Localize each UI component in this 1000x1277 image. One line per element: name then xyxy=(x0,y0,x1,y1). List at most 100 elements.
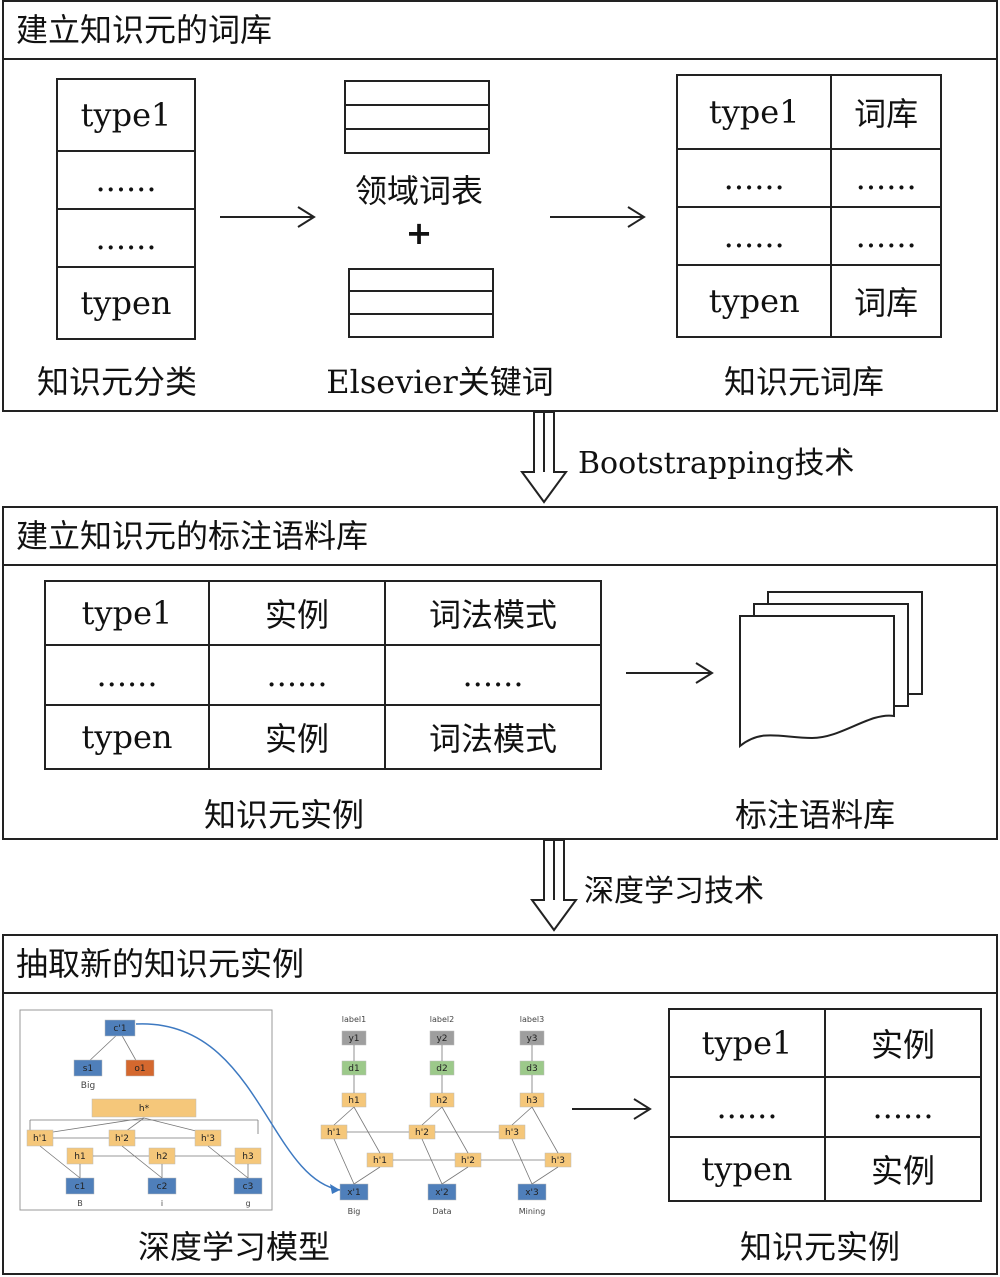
model-node-label: h'1 xyxy=(327,1128,341,1138)
down-arrow-icon xyxy=(520,411,568,504)
edge xyxy=(85,1031,121,1065)
edge xyxy=(353,1166,381,1185)
model-label-text: label3 xyxy=(520,1015,544,1024)
edge xyxy=(441,1106,469,1154)
right-arrow xyxy=(572,1098,652,1120)
edge xyxy=(333,1138,355,1185)
model-node xyxy=(73,1059,103,1077)
instance-caption: 知识元实例 xyxy=(203,796,364,834)
model-node-label: d1 xyxy=(348,1064,359,1074)
result-cell: 实例 xyxy=(824,1136,982,1202)
model-input-label: Data xyxy=(432,1207,451,1216)
plus-sign: + xyxy=(405,214,433,252)
model-node-label: h1 xyxy=(348,1096,359,1106)
instance-cell: ...... xyxy=(44,644,210,706)
model-node-label: y2 xyxy=(436,1034,447,1044)
instance-cell: 词法模式 xyxy=(384,580,602,646)
model-label-text: label2 xyxy=(430,1015,454,1024)
model-input-label: i xyxy=(161,1199,163,1208)
instance-cell: 实例 xyxy=(208,580,386,646)
model-node-label: h'1 xyxy=(33,1134,47,1144)
lexicon-caption: 知识元词库 xyxy=(723,363,884,401)
model-node-label: x'2 xyxy=(435,1188,449,1198)
type-cell: ...... xyxy=(56,150,196,210)
model-node xyxy=(125,1059,155,1077)
model-node-label: s1 xyxy=(83,1064,93,1074)
model-caption-text: Big xyxy=(81,1081,95,1091)
section-title: 建立知识元的词库 xyxy=(4,2,996,60)
curved-connector-head xyxy=(330,1184,340,1194)
model-input-label: Mining xyxy=(519,1207,546,1216)
right-arrow xyxy=(220,206,316,228)
right-arrow xyxy=(626,662,714,684)
instance-cell: ...... xyxy=(384,644,602,706)
lexicon-cell: typen xyxy=(675,264,833,338)
domain-vocab-label: 领域词表 xyxy=(354,172,483,210)
result-cell: ...... xyxy=(824,1076,982,1138)
edge xyxy=(511,1106,533,1126)
model-node-label: h'2 xyxy=(461,1156,475,1166)
model-input-label: Big xyxy=(348,1207,361,1216)
result-cell: type1 xyxy=(668,1008,826,1078)
model-node-label: x'1 xyxy=(347,1188,361,1198)
model-input-label: g xyxy=(245,1199,250,1208)
result-cell: 实例 xyxy=(824,1008,982,1078)
lexicon-cell: ...... xyxy=(830,148,942,208)
model-node-label: y3 xyxy=(526,1034,537,1044)
edge xyxy=(441,1166,469,1185)
lexicon-cell: 词库 xyxy=(830,74,942,150)
lexicon-cell: 词库 xyxy=(830,264,942,338)
instance-cell: typen xyxy=(44,704,210,770)
model-node-label: d2 xyxy=(436,1064,447,1074)
edge xyxy=(531,1106,559,1154)
model-node xyxy=(104,1019,136,1037)
type-cell: ...... xyxy=(56,208,196,268)
lexicon-cell: ...... xyxy=(675,148,833,208)
edge xyxy=(421,1106,443,1126)
lexicon-cell: ...... xyxy=(675,206,833,266)
result-cell: ...... xyxy=(668,1076,826,1138)
model-node-label: h'3 xyxy=(551,1156,565,1166)
model-node-label: h'1 xyxy=(373,1156,387,1166)
document-stack-icon xyxy=(739,591,923,749)
edge xyxy=(119,1031,139,1065)
type-caption: 知识元分类 xyxy=(36,363,197,401)
deep-learning-label: 深度学习技术 xyxy=(584,874,764,909)
model-node-label: x'3 xyxy=(525,1188,539,1198)
edge xyxy=(39,1145,81,1179)
model-node xyxy=(91,1098,197,1118)
edge xyxy=(121,1145,163,1179)
edge xyxy=(511,1138,533,1185)
edge xyxy=(207,1145,249,1179)
instance-cell: 实例 xyxy=(208,704,386,770)
down-arrow-icon xyxy=(530,839,578,932)
model-node-label: c3 xyxy=(243,1182,254,1192)
section-lexicon: 建立知识元的词库 type1 ...... ...... typen 知识元分类… xyxy=(2,0,998,412)
curved-connector xyxy=(135,1023,341,1191)
model-node-label: h3 xyxy=(526,1096,537,1106)
type-cell: typen xyxy=(56,266,196,340)
lexicon-cell: ...... xyxy=(830,206,942,266)
model-node-label: h1 xyxy=(74,1152,85,1162)
model-node-label: h2 xyxy=(436,1096,447,1106)
edge xyxy=(39,1117,145,1135)
type-list-table: type1 ...... ...... typen xyxy=(56,78,196,340)
result-caption: 知识元实例 xyxy=(739,1228,900,1266)
model-label-text: label1 xyxy=(342,1015,366,1024)
model-node-label: h* xyxy=(139,1104,150,1114)
model-node-label: h'3 xyxy=(201,1134,215,1144)
model-node-label: h'3 xyxy=(505,1128,519,1138)
edge xyxy=(421,1138,443,1185)
edge xyxy=(531,1166,559,1185)
model-node-label: h'2 xyxy=(415,1128,429,1138)
result-cell: typen xyxy=(668,1136,826,1202)
right-arrow xyxy=(550,206,646,228)
model-node-label: h'2 xyxy=(115,1134,129,1144)
edge xyxy=(353,1106,381,1154)
model-node-label: h3 xyxy=(242,1152,253,1162)
model-node-label: h2 xyxy=(156,1152,167,1162)
domain-vocab-icon xyxy=(344,80,490,154)
